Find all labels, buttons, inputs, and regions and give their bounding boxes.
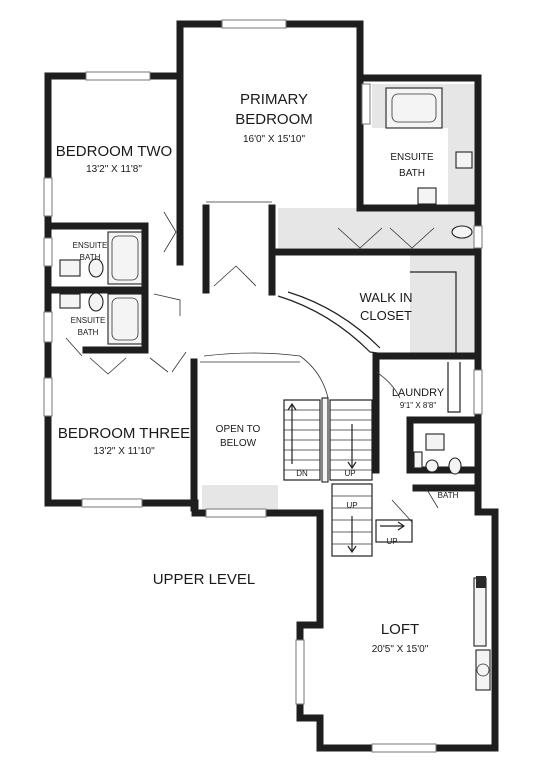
upper-ensuite-name-line1: ENSUITE <box>73 241 108 250</box>
primary-bedroom-name-line1: PRIMARY <box>240 91 308 108</box>
laundry-dims: 9'1" X 8'8" <box>400 401 436 410</box>
bath-name: BATH <box>438 491 459 500</box>
fixtures <box>59 87 491 691</box>
room-labels: PRIMARY BEDROOM 16'0" X 15'10" BEDROOM T… <box>56 91 459 655</box>
loft-dims: 20'5" X 15'0" <box>372 644 429 655</box>
level-title: UPPER LEVEL <box>153 571 256 588</box>
loft-name: LOFT <box>381 621 419 638</box>
upper-ensuite-name-line2: BATH <box>80 253 101 262</box>
lower-ensuite-name-line2: BATH <box>78 328 99 337</box>
stair-down-label: DN <box>296 469 308 478</box>
bedroom-three-name: BEDROOM THREE <box>58 425 190 442</box>
open-to-below-line2: BELOW <box>220 438 257 449</box>
stairs <box>283 397 413 557</box>
bedroom-two-name: BEDROOM TWO <box>56 143 172 160</box>
walk-in-closet-name-line2: CLOSET <box>360 308 412 323</box>
primary-ensuite-name-line2: BATH <box>399 168 425 179</box>
open-to-below-line1: OPEN TO <box>216 424 261 435</box>
stair-up-side-label: UP <box>386 537 397 546</box>
walls <box>44 20 499 752</box>
laundry-name: LAUNDRY <box>392 387 445 399</box>
windows <box>43 19 483 753</box>
primary-ensuite-name-line1: ENSUITE <box>390 152 434 163</box>
primary-bedroom-dims: 16'0" X 15'10" <box>243 134 306 145</box>
lower-ensuite-name-line1: ENSUITE <box>71 316 106 325</box>
walk-in-closet-name-line1: WALK IN <box>360 290 413 305</box>
stair-arrows <box>287 402 406 554</box>
stair-up-mid-label: UP <box>346 501 357 510</box>
stair-up-main-label: UP <box>344 469 355 478</box>
primary-bedroom-name-line2: BEDROOM <box>235 111 313 128</box>
closet-and-hall-lines <box>65 201 461 523</box>
bedroom-two-dims: 13'2" X 11'8" <box>86 164 142 175</box>
bedroom-three-dims: 13'2" X 11'10" <box>93 446 155 457</box>
